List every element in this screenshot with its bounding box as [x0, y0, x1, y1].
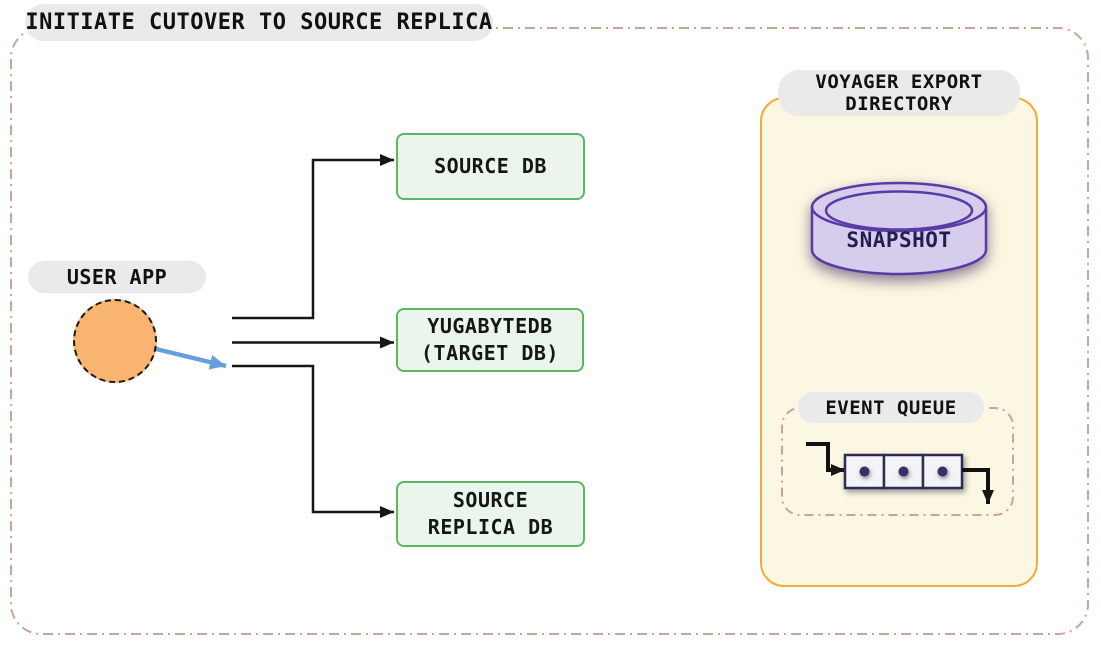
voyager-export-directory-panel	[760, 97, 1038, 587]
diagram-title: INITIATE CUTOVER TO SOURCE REPLICA	[25, 4, 493, 41]
user-app-label-text: USER APP	[66, 265, 168, 289]
event-queue-label-text: EVENT QUEUE	[825, 396, 957, 419]
voyager-export-directory-label: VOYAGER EXPORT DIRECTORY	[778, 70, 1020, 116]
queue-slot	[921, 453, 964, 490]
connector-to-source-replica-db	[232, 364, 394, 518]
queue-item-dot	[898, 466, 909, 477]
event-queue-label: EVENT QUEUE	[798, 392, 984, 423]
source-replica-label-line2: REPLICA DB	[427, 515, 554, 539]
voyager-label-line1: VOYAGER EXPORT	[815, 71, 983, 93]
user-app-label: USER APP	[28, 261, 206, 293]
snapshot-label: SNAPSHOT	[812, 228, 986, 252]
connector-arrows	[232, 154, 394, 518]
target-db-label-line1: YUGABYTEDB	[427, 314, 553, 338]
queue-slots-icon	[806, 442, 994, 504]
queue-item-dot	[859, 466, 870, 477]
target-db-label-line2: (TARGET DB)	[421, 341, 559, 365]
queue-item-dot	[937, 466, 948, 477]
source-db-label: SOURCE DB	[434, 154, 547, 178]
node-yugabytedb-target: YUGABYTEDB (TARGET DB)	[396, 308, 584, 372]
database-cylinder-icon	[810, 181, 988, 276]
snapshot-label-text: SNAPSHOT	[846, 228, 952, 252]
source-replica-label-line1: SOURCE	[452, 488, 529, 512]
event-queue-dashed-box	[781, 407, 1014, 516]
voyager-label-line2: DIRECTORY	[845, 93, 953, 115]
diagram-title-text: INITIATE CUTOVER TO SOURCE REPLICA	[25, 10, 493, 35]
queue-in-arrow	[806, 442, 845, 476]
diagram-outer-border	[10, 27, 1089, 635]
connector-to-source-db	[232, 154, 394, 320]
queue-out-arrow	[962, 468, 994, 504]
node-source-replica-db: SOURCE REPLICA DB	[396, 481, 585, 547]
cutover-blue-arrow	[151, 345, 227, 370]
user-app-node	[73, 299, 157, 383]
node-source-db: SOURCE DB	[396, 133, 585, 200]
